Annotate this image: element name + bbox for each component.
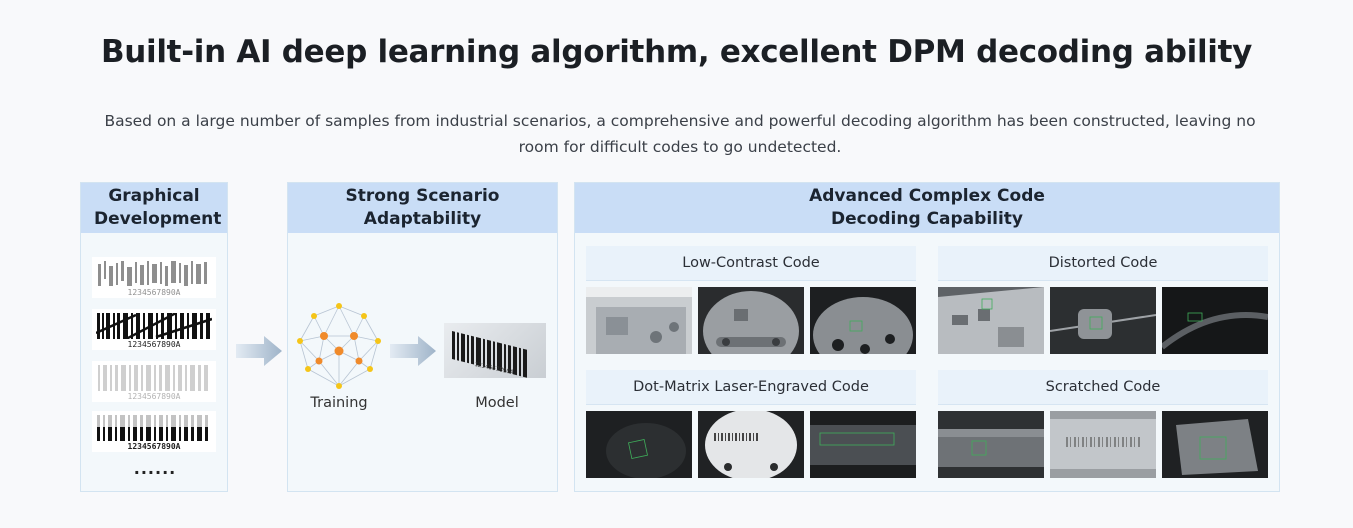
scenario-adaptability-title: Strong Scenario Adaptability: [345, 186, 500, 229]
barcode-number: 1234567890A: [127, 340, 181, 349]
low-contrast-thumb-1: [586, 287, 692, 354]
graphical-development-panel: Graphical Development 1234567890A: [80, 182, 228, 492]
low-contrast-thumb-2: [698, 287, 804, 354]
page-title: Built-in AI deep learning algorithm, exc…: [100, 34, 1253, 70]
more-samples-ellipsis: ......: [133, 459, 177, 478]
scratched-thumb-2: [1050, 411, 1156, 478]
complex-code-decoding-panel: Advanced Complex Code Decoding Capabilit…: [574, 182, 1280, 492]
low-contrast-thumb-3: [810, 287, 916, 354]
page-subtitle: Based on a large number of samples from …: [104, 112, 1256, 156]
dot-matrix-thumb-3: [810, 411, 916, 478]
scratched-thumb-3: [1162, 411, 1268, 478]
arrow-right-icon: [390, 336, 436, 366]
category-dot-matrix: Dot-Matrix Laser-Engraved Code: [586, 370, 916, 405]
training-label: Training: [310, 395, 368, 411]
arrow-right-icon: [236, 336, 282, 366]
distorted-thumb-2: [1050, 287, 1156, 354]
panel-header-complex: Advanced Complex Code Decoding Capabilit…: [575, 183, 1279, 233]
distorted-thumb-3: [1162, 287, 1268, 354]
barcode-sample-blurred: 1234567890A: [92, 257, 216, 298]
category-scratched: Scratched Code: [938, 370, 1268, 405]
graphical-development-title: Graphical Development: [94, 186, 222, 229]
panel-header-graphical: Graphical Development: [81, 183, 227, 233]
neural-network-icon: [297, 303, 381, 389]
dot-matrix-thumb-1: [586, 411, 692, 478]
model-label: Model: [475, 395, 519, 411]
barcode-number: 1234567890A: [127, 392, 181, 401]
model-barcode-image: 1234567890A: [444, 323, 546, 378]
complex-code-title: Advanced Complex Code Decoding Capabilit…: [809, 186, 1045, 229]
barcode-sample-faded: 1234567890A: [92, 361, 216, 402]
scratched-thumb-1: [938, 411, 1044, 478]
barcode-number: 1234567890A: [127, 442, 181, 451]
barcode-sample-scratched: 1234567890A: [92, 309, 216, 350]
category-distorted: Distorted Code: [938, 246, 1268, 281]
scenario-adaptability-panel: Strong Scenario Adaptability Training: [287, 182, 558, 492]
panel-header-adaptability: Strong Scenario Adaptability: [288, 183, 557, 233]
category-low-contrast: Low-Contrast Code: [586, 246, 916, 281]
dot-matrix-thumb-2: [698, 411, 804, 478]
barcode-number: 1234567890A: [127, 288, 181, 297]
barcode-sample-partial-blur: 1234567890A: [92, 411, 216, 452]
distorted-thumb-1: [938, 287, 1044, 354]
